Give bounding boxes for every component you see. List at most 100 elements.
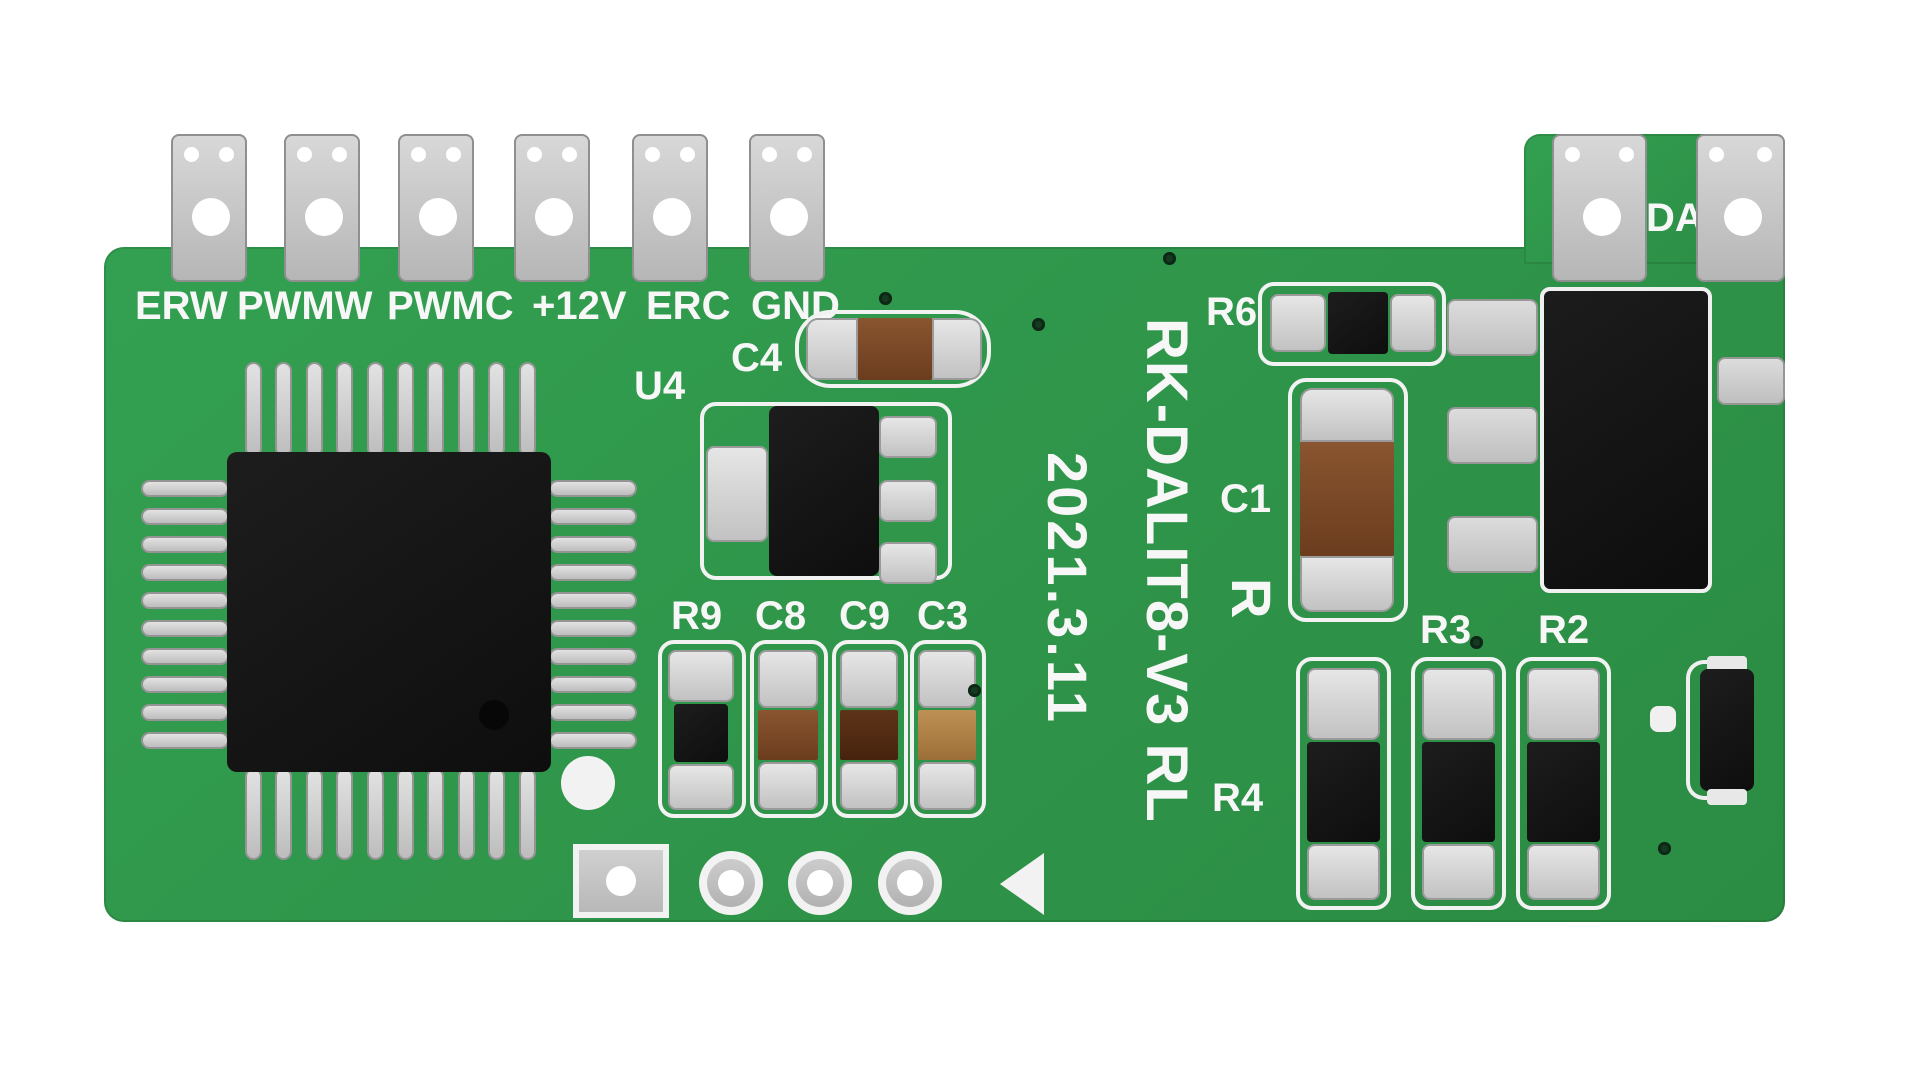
terminal-tab-da-1 (1552, 134, 1647, 282)
r3-silkscreen-outline (1411, 657, 1506, 910)
terminal-hole-small (1619, 147, 1634, 162)
c9-label: C9 (839, 594, 891, 638)
qfp-pin (549, 648, 637, 665)
r4-silkscreen-outline (1296, 657, 1391, 910)
terminal-hole-large (305, 198, 343, 236)
qfp-pin (549, 480, 637, 497)
terminal-tab-da-2 (1696, 134, 1785, 282)
terminal-hole-small (297, 147, 312, 162)
c1-label: C1 (1220, 477, 1272, 521)
c3-ceramic-body (918, 710, 976, 760)
r6-resistor-body (1328, 292, 1388, 354)
qfp-pin (245, 768, 262, 860)
qfp-pin (141, 704, 229, 721)
c8-ceramic-body (758, 710, 818, 760)
terminal-tab-erw (171, 134, 247, 282)
via (1032, 318, 1045, 331)
mount-pad-ring (878, 851, 942, 915)
terminal-tab-gnd (749, 134, 825, 282)
qfp-pin (141, 508, 229, 525)
qfp-pin (141, 620, 229, 637)
via (1163, 252, 1176, 265)
edge-component-body (1700, 669, 1754, 791)
r2-label: R2 (1538, 608, 1590, 652)
terminal-hole-small (411, 147, 426, 162)
c8-terminal (758, 762, 818, 810)
u4-lead-pad (879, 542, 937, 584)
u4-silkscreen-outline (700, 402, 952, 580)
r6-silkscreen-outline (1258, 282, 1446, 366)
r3-pad (1422, 844, 1495, 900)
terminal-hole-small (645, 147, 660, 162)
u4-tab-pad (706, 446, 768, 542)
qfp-pin (366, 362, 384, 457)
r9-pad (668, 764, 734, 810)
qfp-pin (457, 362, 475, 457)
power-ic-tab-pad (1717, 357, 1785, 405)
terminal-hole-small (797, 147, 812, 162)
qfp-pin (518, 768, 536, 860)
c9-terminal (840, 650, 898, 708)
terminal-hole-small (332, 147, 347, 162)
c8-silkscreen-outline (750, 640, 828, 818)
c4-label: C4 (731, 336, 783, 380)
c9-ceramic-body (840, 710, 898, 760)
mount-pad-ring (788, 851, 852, 915)
qfp-pin (275, 768, 293, 860)
c1-terminal (1300, 388, 1394, 442)
qfp-pin (141, 536, 229, 553)
pad-hole (718, 870, 744, 896)
qfp-pin (518, 362, 536, 457)
r2-pad (1527, 668, 1600, 740)
r4-pad (1307, 844, 1380, 900)
qfp-pin (336, 768, 354, 860)
qfp-pin (141, 480, 229, 497)
u4-chip-body (769, 406, 879, 576)
qfp-pin (336, 362, 354, 457)
qfp-pin (305, 362, 323, 457)
qfp-pin (275, 362, 293, 457)
c8-terminal (758, 650, 818, 708)
r4-label: R4 (1212, 776, 1264, 820)
terminal-label-da: DA (1646, 196, 1704, 240)
c1-ceramic-body (1300, 442, 1394, 556)
via (1658, 842, 1671, 855)
qfp-pin (397, 362, 414, 457)
terminal-tab-pwmw (284, 134, 360, 282)
terminal-hole-large (653, 198, 691, 236)
r2-silkscreen-outline (1516, 657, 1611, 910)
r4-pad (1307, 668, 1380, 740)
qfp-pin (549, 676, 637, 693)
r9-resistor-body (674, 704, 728, 762)
c4-ceramic-body (858, 318, 932, 380)
pad-hole (606, 866, 636, 896)
r3-label: R3 (1420, 608, 1472, 652)
r6-label: R6 (1206, 290, 1258, 334)
terminal-hole-small (184, 147, 199, 162)
qfp-pin (549, 732, 637, 749)
qfp-pin (141, 676, 229, 693)
pad-hole (807, 870, 833, 896)
qfp-pin (141, 564, 229, 581)
qfp-pin (397, 768, 414, 860)
terminal-hole-large (192, 198, 230, 236)
r9-pad (668, 650, 734, 702)
qfp-pin (427, 768, 445, 860)
terminal-hole-small (1757, 147, 1772, 162)
terminal-hole-large (1723, 198, 1762, 236)
mount-pad-ring (699, 851, 763, 915)
c9-terminal (840, 762, 898, 810)
terminal-label-erw: ERW (135, 284, 228, 328)
via (1470, 636, 1483, 649)
r2-pad (1527, 844, 1600, 900)
qfp-pin (427, 362, 445, 457)
c4-terminal (932, 318, 982, 380)
terminal-hole-small (446, 147, 461, 162)
terminal-label-erc: ERC (646, 284, 731, 328)
terminal-hole-small (1709, 147, 1724, 162)
terminal-hole-small (762, 147, 777, 162)
power-ic-body (1540, 287, 1712, 593)
c8-label: C8 (755, 594, 807, 638)
c1-terminal (1300, 556, 1394, 612)
power-ic-lead-pad (1447, 407, 1538, 464)
